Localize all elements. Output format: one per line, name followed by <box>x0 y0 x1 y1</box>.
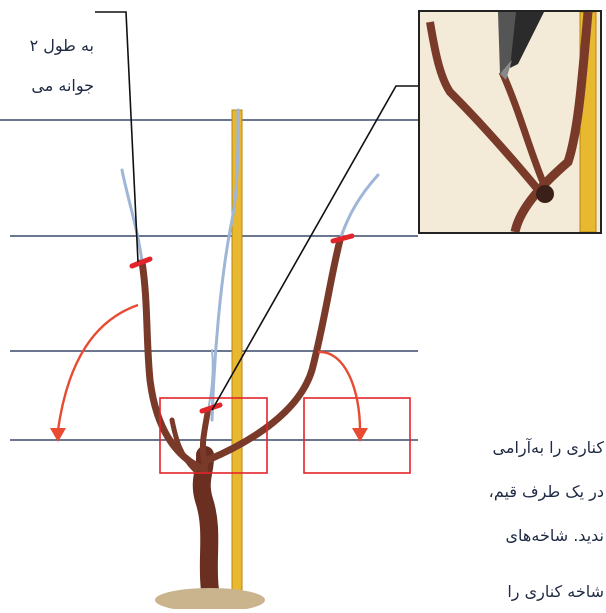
shoot-left <box>122 170 142 262</box>
right-cane <box>208 240 340 460</box>
text-right-line1: کناری را به‌آرامی <box>428 438 604 457</box>
arrow-left <box>58 305 138 430</box>
cut-mark-icon <box>202 405 220 411</box>
leader-top-left <box>95 12 138 262</box>
left-cane <box>142 262 205 470</box>
text-right-line4: شاخه کناری را <box>428 582 604 601</box>
inset-drawing <box>420 12 600 232</box>
vine <box>122 110 378 590</box>
cut-mark-icon <box>132 259 150 266</box>
shoot-right <box>340 175 378 240</box>
text-top-line2: جوانه می <box>4 76 94 95</box>
arrow-right <box>318 352 360 430</box>
inset-closeup <box>418 10 602 234</box>
text-top-line1: به طول ۲ <box>4 36 94 55</box>
text-right-line2: در یک طرف قیم، <box>428 482 604 501</box>
vine-trunk <box>202 455 210 590</box>
text-right-line3: ندید. شاخه‌های <box>428 526 604 545</box>
soil-mound <box>155 588 265 609</box>
